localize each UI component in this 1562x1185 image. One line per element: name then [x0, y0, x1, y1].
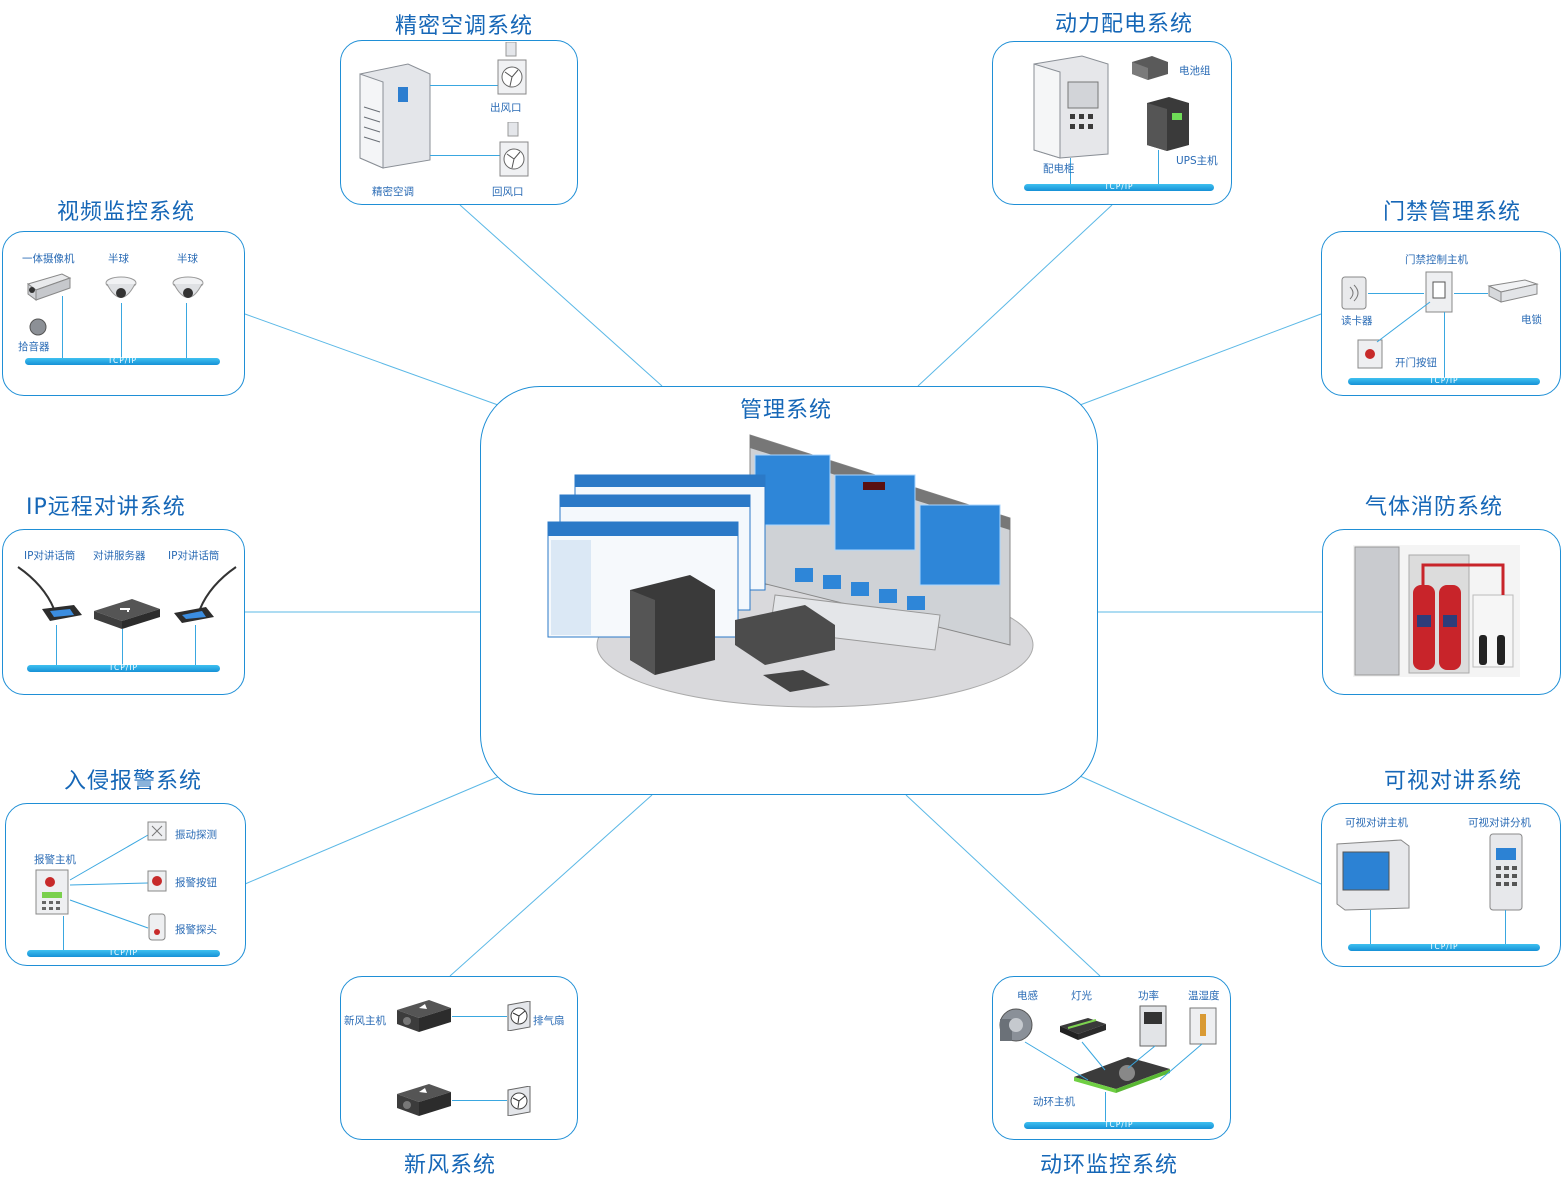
alarm-button-icon: [147, 870, 167, 892]
vibration-detector-icon: [147, 821, 167, 841]
distribution-cabinet-icon: [1033, 55, 1109, 159]
env-monitoring-system-panel: [992, 976, 1231, 1140]
ip-intercom-mic-1-label: IP对讲话筒: [24, 550, 76, 562]
vibration-detector-label: 振动探测: [175, 829, 217, 841]
air-outlet-icon: [497, 42, 527, 95]
power-meter-icon: [1139, 1005, 1167, 1047]
ip-intercom-system-title: IP远程对讲系统: [26, 495, 186, 520]
fresh-air-system-panel: [340, 976, 578, 1140]
air-return-label: 回风口: [492, 186, 524, 198]
video-surveillance-system-panel: [2, 231, 245, 396]
sensor-label: 电感: [1017, 990, 1038, 1002]
video-intercom-system-title: 可视对讲系统: [1384, 769, 1523, 794]
ups-host-icon: [1147, 97, 1189, 151]
fresh-air-host-2-icon: [397, 1084, 451, 1116]
fresh-air-host-icon: [397, 1000, 451, 1032]
dome-camera-2-icon: [172, 276, 204, 298]
tcp-ip-bus: TCP/IP: [25, 356, 220, 365]
power-label: 功率: [1138, 990, 1159, 1002]
video-intercom-host-icon: [1336, 839, 1410, 911]
alarm-probe-label: 报警探头: [175, 924, 217, 936]
management-system-title: 管理系统: [740, 398, 833, 423]
electric-lock-icon: [1487, 279, 1539, 303]
exit-button-icon: [1357, 339, 1383, 369]
exhaust-fan-label: 排气扇: [533, 1015, 565, 1027]
microphone-icon: [29, 318, 47, 336]
env-host-icon: [1074, 1057, 1170, 1093]
fresh-air-host-label: 新风主机: [344, 1015, 386, 1027]
alarm-host-icon: [35, 869, 69, 915]
tcp-ip-bus: TCP/IP: [1348, 942, 1540, 951]
dome-camera-1-icon: [105, 276, 137, 298]
gas-fire-suppression-system-title: 气体消防系统: [1365, 495, 1504, 520]
intercom-server-label: 对讲服务器: [93, 550, 146, 562]
tcp-ip-bus: TCP/IP: [1024, 182, 1214, 191]
alarm-host-label: 报警主机: [34, 854, 76, 866]
electric-lock-label: 电锁: [1521, 314, 1542, 326]
light-controller-icon: [1060, 1018, 1106, 1040]
alarm-button-label: 报警按钮: [175, 877, 217, 889]
card-reader-label: 读卡器: [1341, 315, 1373, 327]
tcp-ip-bus: TCP/IP: [27, 948, 220, 957]
exit-button-label: 开门按钮: [1395, 357, 1437, 369]
gas-fire-equipment-image: [1353, 545, 1520, 677]
video-intercom-extension-label: 可视对讲分机: [1468, 817, 1531, 829]
battery-pack-icon: [1132, 56, 1168, 80]
distribution-cabinet-label: 配电柜: [1043, 163, 1075, 175]
tcp-ip-bus: TCP/IP: [27, 663, 220, 672]
sensor-icon: [999, 1008, 1033, 1042]
ups-host-label: UPS主机: [1176, 155, 1218, 167]
microphone-label: 拾音器: [18, 341, 50, 353]
intercom-server-icon: [94, 599, 160, 629]
dome-camera-2-label: 半球: [177, 253, 198, 265]
air-return-icon: [499, 122, 529, 177]
ip-intercom-mic-1-icon: [17, 566, 82, 621]
temperature-humidity-icon: [1189, 1007, 1217, 1045]
light-label: 灯光: [1071, 990, 1092, 1002]
access-controller-icon: [1425, 271, 1453, 313]
video-surveillance-system-title: 视频监控系统: [57, 200, 196, 225]
access-controller-label: 门禁控制主机: [1405, 254, 1468, 266]
power-distribution-system-panel: [992, 41, 1232, 205]
env-monitoring-system-title: 动环监控系统: [1040, 1153, 1179, 1178]
fresh-air-system-title: 新风系统: [404, 1153, 497, 1178]
intrusion-alarm-system-title: 入侵报警系统: [64, 769, 203, 794]
bullet-camera-icon: [26, 273, 72, 301]
alarm-probe-icon: [148, 913, 166, 941]
camera-label: 一体摄像机: [22, 253, 75, 265]
power-distribution-system-title: 动力配电系统: [1055, 12, 1194, 37]
access-control-system-title: 门禁管理系统: [1383, 200, 1522, 225]
tcp-ip-bus: TCP/IP: [1348, 376, 1540, 385]
precision-ac-unit-icon: [359, 63, 431, 169]
video-intercom-host-label: 可视对讲主机: [1345, 817, 1408, 829]
air-outlet-label: 出风口: [490, 102, 522, 114]
video-intercom-extension-icon: [1489, 833, 1523, 911]
humidity-label: 温湿度: [1188, 990, 1220, 1002]
exhaust-fan-icon: [507, 1001, 531, 1031]
precision-ac-system-title: 精密空调系统: [395, 14, 534, 39]
ip-intercom-mic-2-icon: [174, 566, 237, 623]
exhaust-fan-2-icon: [507, 1086, 531, 1116]
env-host-label: 动环主机: [1033, 1096, 1075, 1108]
control-room-illustration: [547, 434, 1034, 708]
tcp-ip-bus: TCP/IP: [1024, 1120, 1214, 1129]
dome-camera-1-label: 半球: [108, 253, 129, 265]
card-reader-icon: [1341, 276, 1367, 310]
battery-pack-label: 电池组: [1179, 65, 1211, 77]
precision-ac-label: 精密空调: [372, 186, 414, 198]
ip-intercom-mic-2-label: IP对讲话筒: [168, 550, 220, 562]
